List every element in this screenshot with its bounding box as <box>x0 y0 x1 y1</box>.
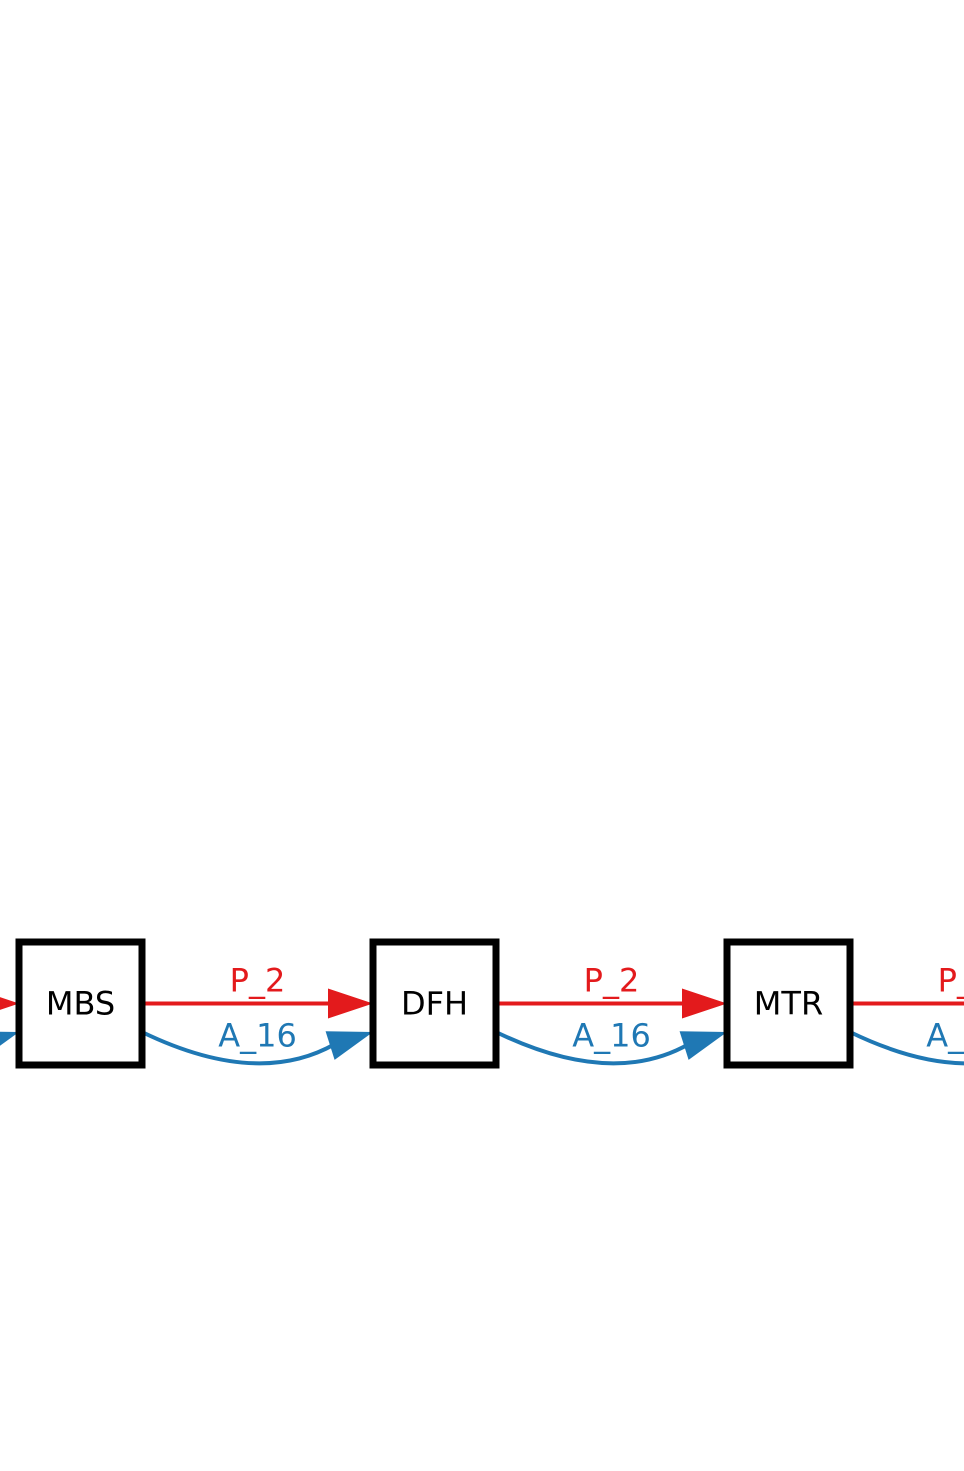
secondary-arrowhead <box>325 1031 373 1060</box>
primary-arrowhead <box>328 988 373 1019</box>
edge-group: P_2A_16 <box>495 962 727 1066</box>
secondary-edge-label: A_16 <box>218 1017 297 1055</box>
node-mbs: MBS <box>15 938 146 1069</box>
edge-group <box>0 997 19 1046</box>
node-label: MTR <box>754 985 823 1023</box>
primary-arrowhead <box>0 997 19 1010</box>
secondary-edge-curve <box>849 1030 964 1066</box>
secondary-edge-curve <box>141 1030 336 1066</box>
edge-group: P_2A_16 <box>849 962 964 1066</box>
secondary-edge-label: A_16 <box>572 1017 651 1055</box>
primary-edge-label: P_2 <box>584 962 640 1000</box>
secondary-edge-label: A_16 <box>926 1017 964 1055</box>
secondary-arrowhead <box>679 1031 727 1060</box>
nodes-layer: MBS DFH MTR <box>15 938 854 1069</box>
primary-arrowhead <box>682 988 727 1019</box>
edge-group: P_2A_16 <box>141 962 373 1066</box>
secondary-arrowhead <box>0 1031 19 1046</box>
edges-layer: P_2A_16P_2A_16P_2A_16 <box>0 962 964 1066</box>
node-label: DFH <box>401 985 468 1023</box>
secondary-edge-curve <box>495 1030 690 1066</box>
node-box <box>15 938 146 1069</box>
node-label: MBS <box>46 985 115 1023</box>
node-mtr: MTR <box>723 938 854 1069</box>
node-box <box>723 938 854 1069</box>
node-dfh: DFH <box>369 938 500 1069</box>
primary-edge-label: P_2 <box>230 962 286 1000</box>
node-box <box>369 938 500 1069</box>
primary-edge-label: P_2 <box>938 962 964 1000</box>
